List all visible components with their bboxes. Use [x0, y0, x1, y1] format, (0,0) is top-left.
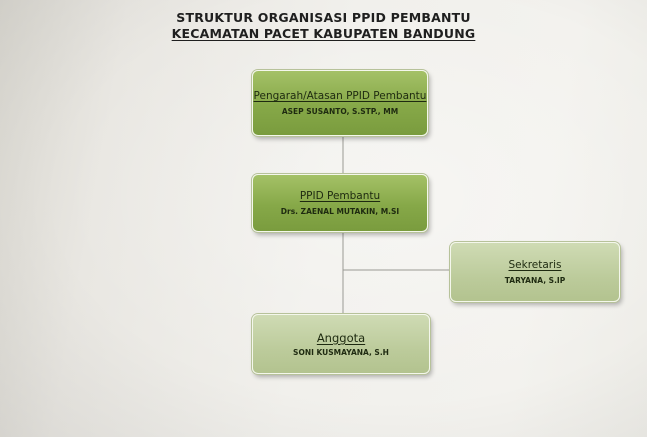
- node-pengarah: Pengarah/Atasan PPID Pembantu ASEP SUSAN…: [252, 70, 428, 136]
- node-anggota-role: Anggota: [316, 330, 366, 345]
- node-sekretaris-role: Sekretaris: [508, 259, 562, 272]
- node-anggota: Anggota SONI KUSMAYANA, S.H: [252, 314, 430, 374]
- node-ppid-role: PPID Pembantu: [299, 190, 381, 203]
- chart-subtitle: KECAMATAN PACET KABUPATEN BANDUNG: [171, 26, 476, 41]
- node-ppid-pembantu: PPID Pembantu Drs. ZAENAL MUTAKIN, M.SI: [252, 174, 428, 232]
- node-sekretaris-person: TARYANA, S.IP: [504, 275, 566, 285]
- node-pengarah-role: Pengarah/Atasan PPID Pembantu: [253, 90, 427, 103]
- node-anggota-person: SONI KUSMAYANA, S.H: [293, 348, 389, 358]
- node-ppid-person: Drs. ZAENAL MUTAKIN, M.SI: [280, 206, 400, 216]
- node-sekretaris: Sekretaris TARYANA, S.IP: [450, 242, 620, 302]
- chart-title: STRUKTUR ORGANISASI PPID PEMBANTU: [176, 10, 471, 25]
- node-pengarah-person: ASEP SUSANTO, S.STP., MM: [281, 106, 399, 116]
